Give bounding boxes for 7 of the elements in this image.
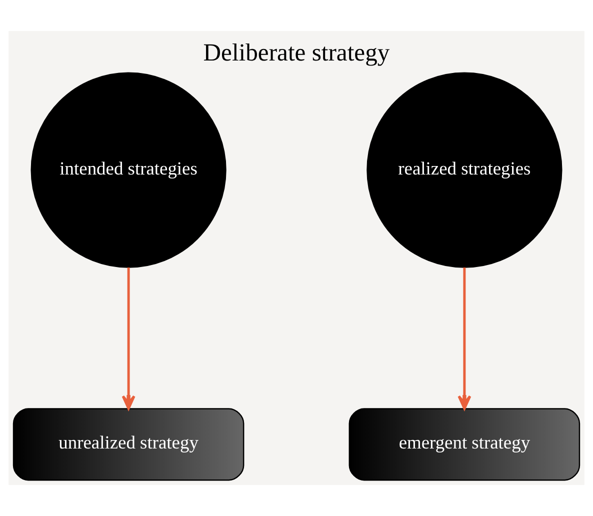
arrow <box>122 268 136 410</box>
node-circle: intended strategies <box>30 72 226 268</box>
diagram-title: Deliberate strategy <box>203 40 390 67</box>
arrow <box>458 268 472 410</box>
node-circle: realized strategies <box>366 72 562 268</box>
node-box: emergent strategy <box>348 408 580 481</box>
node-box: unrealized strategy <box>12 408 244 481</box>
